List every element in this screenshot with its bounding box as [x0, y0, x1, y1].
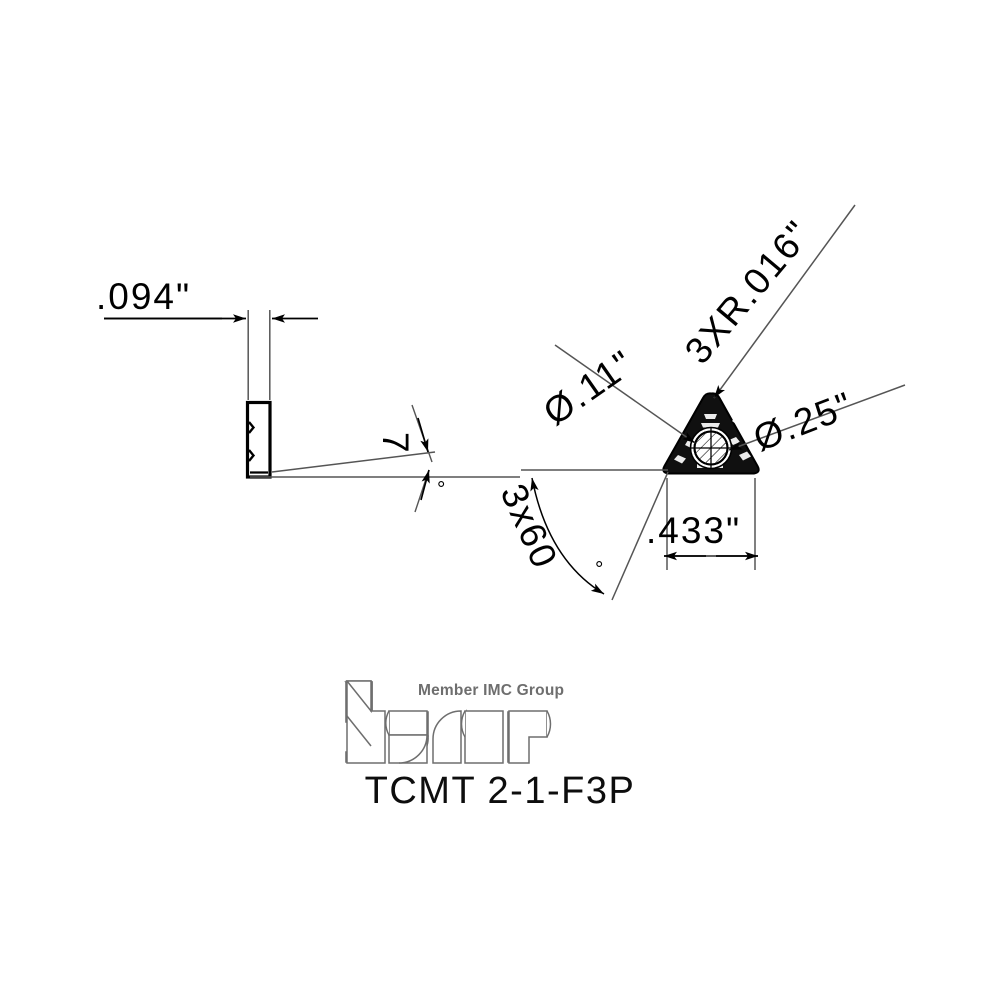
iscar-logo-detail — [345, 680, 552, 764]
corner-radius-leader — [713, 204, 856, 399]
angle-inclined-reference — [271, 451, 436, 473]
angle-arrow-from-bottom — [420, 469, 430, 501]
large-hole-leader-line — [728, 384, 906, 451]
side-view-geometry — [245, 400, 272, 479]
clearance-angle-degree-symbol: ° — [437, 478, 446, 501]
triangular-insert-geometry — [662, 392, 760, 475]
large-hole-leader — [728, 384, 906, 451]
clearance-angle-group — [250, 404, 520, 513]
corner-angle-inclined-reference — [611, 471, 669, 601]
imc-group-tagline: Member IMC Group — [418, 682, 565, 699]
inscribed-circle-dimension-group — [664, 478, 758, 570]
side-view-body — [245, 400, 272, 479]
small-hole-leader-line — [554, 344, 696, 444]
corner-radius-leader-line — [713, 204, 856, 399]
side-view-notch-upper — [248, 421, 256, 434]
side-view-notch-lower — [248, 449, 256, 462]
inscribed-circle-label: .433" — [646, 510, 742, 551]
corner-angle-arc — [530, 477, 605, 595]
corner-angle-degree-symbol: ° — [595, 558, 604, 581]
clearance-angle-label: 7 — [375, 432, 416, 455]
thickness-dimension-group — [104, 310, 318, 400]
angle-arrow-from-top — [417, 417, 429, 453]
small-hole-leader — [554, 344, 696, 444]
part-number-label: TCMT 2-1-F3P — [364, 770, 636, 812]
thickness-dimension-label: .094" — [96, 276, 192, 317]
corner-angle-group — [521, 469, 669, 601]
